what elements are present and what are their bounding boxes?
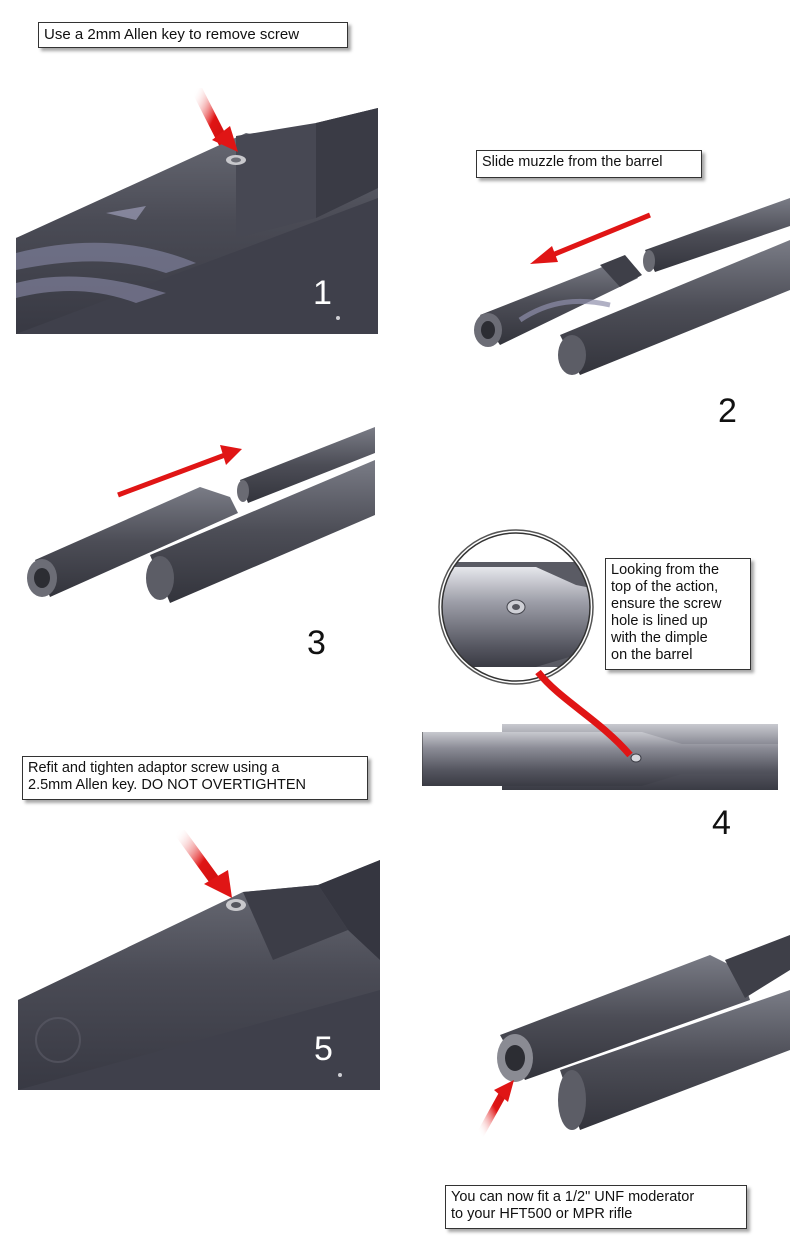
step-1-caption: Use a 2mm Allen key to remove screw bbox=[38, 22, 348, 48]
step-4-number: 4 bbox=[712, 804, 731, 842]
step-5-illustration bbox=[18, 830, 380, 1090]
step-2-caption: Slide muzzle from the barrel bbox=[476, 150, 702, 178]
step-1-number: 1 bbox=[313, 274, 332, 312]
step-2-illustration bbox=[460, 190, 790, 380]
step-4-caption: Looking from the top of the action, ensu… bbox=[605, 558, 751, 670]
step-3-number: 3 bbox=[307, 624, 326, 662]
step-4-illustration bbox=[422, 718, 778, 798]
final-note: You can now fit a 1/2" UNF moderator to … bbox=[445, 1185, 747, 1229]
step-4-magnifier bbox=[436, 527, 596, 687]
step-5-caption: Refit and tighten adaptor screw using a … bbox=[22, 756, 368, 800]
final-illustration bbox=[470, 930, 790, 1140]
step-1-illustration bbox=[16, 88, 378, 334]
step-2-number: 2 bbox=[718, 392, 737, 430]
step-3-illustration bbox=[20, 425, 375, 605]
step-5-number: 5 bbox=[314, 1030, 333, 1068]
